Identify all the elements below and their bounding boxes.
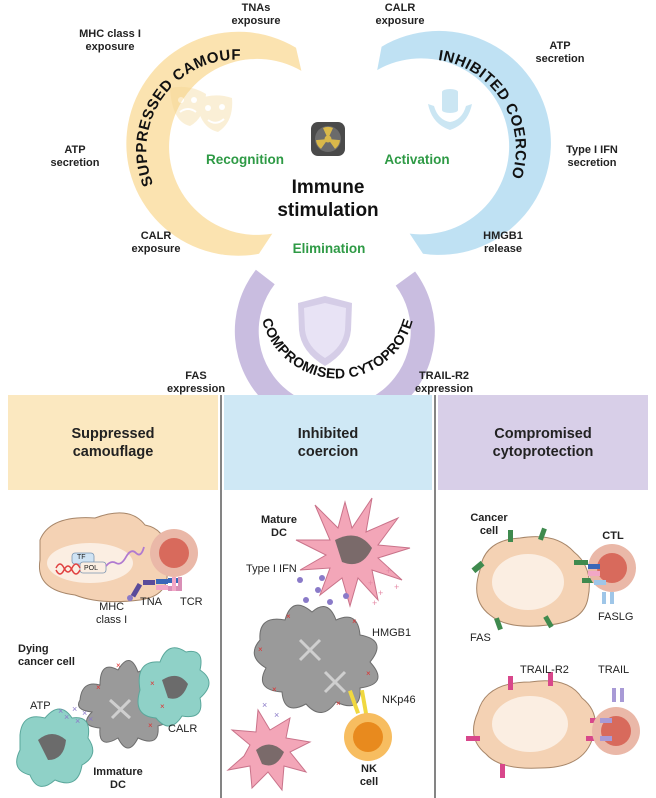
immature-dc-top — [137, 647, 210, 727]
hmgb1-release-label: HMGB1 release — [483, 230, 523, 255]
immune-stimulation-label: Immune stimulation — [277, 177, 379, 221]
tcr-label: TCR — [180, 596, 203, 608]
panel-title-camouflage: Suppressed camouflage — [71, 425, 155, 460]
svg-text:×: × — [64, 712, 69, 722]
svg-text:×: × — [116, 661, 121, 670]
calr-marks-left: × × × × × — [96, 661, 165, 730]
recognition-label: Recognition — [206, 152, 284, 167]
mature-dc — [295, 497, 411, 608]
svg-text:×: × — [286, 612, 291, 621]
camouflage-arc — [126, 31, 302, 256]
svg-text:+: + — [372, 598, 377, 608]
svg-text:×: × — [58, 706, 63, 716]
svg-text:+: + — [394, 582, 399, 592]
panel-coercion-header — [224, 395, 432, 490]
svg-text:×: × — [352, 617, 357, 626]
calr-marks-center: × × × × × × — [258, 612, 371, 708]
ifn-secretion-label: Type I IFN secretion — [566, 144, 618, 169]
hmgb1-label: HMGB1 — [372, 627, 412, 639]
cytoprotection-arc — [234, 269, 435, 432]
ifn-particles — [297, 575, 349, 605]
svg-text:+: + — [386, 566, 391, 576]
svg-text:×: × — [258, 645, 263, 654]
faslg-label: FASLG — [598, 611, 634, 623]
pol-label: POL — [84, 565, 99, 572]
panel-title-cytoprotection: Compromised cytoprotection — [492, 425, 594, 460]
svg-text:×: × — [148, 721, 153, 730]
dying-cancer-cell-label: Dying cancer cell — [18, 643, 75, 668]
calr-label: CALR — [168, 723, 198, 735]
atp-particles-left: ×××××× — [58, 704, 93, 726]
panel-cytoprotection-header — [438, 395, 648, 490]
ctl-label: CTL — [602, 530, 624, 542]
immature-dc-bottom — [16, 708, 94, 787]
nkp46-label: NKp46 — [382, 694, 416, 706]
panel-title-coercion: Inhibited coercion — [297, 425, 359, 460]
nk-cell-label: NK cell — [359, 763, 379, 788]
svg-text:×: × — [274, 710, 279, 720]
fas-expression-label: FAS expression — [166, 370, 226, 395]
trail-r2-label: TRAIL-R2 — [520, 664, 569, 676]
svg-text:×: × — [272, 685, 277, 694]
cancer-cell-ctl-bottom — [466, 672, 640, 778]
trail-label: TRAIL — [598, 664, 630, 676]
tna-label: TNA — [140, 596, 162, 608]
svg-text:×: × — [262, 700, 267, 710]
svg-text:+: + — [378, 588, 383, 598]
coercion-arc — [377, 30, 551, 255]
cancer-cell-ctl-top — [471, 527, 636, 631]
mhc-class-i-label: MHC class I — [96, 601, 128, 626]
hands-coins-icon — [428, 89, 472, 130]
atp-secretion-left-label: ATP secretion — [50, 144, 100, 169]
atp-label: ATP — [30, 700, 51, 712]
pink-dc-bottom — [226, 708, 312, 792]
mhc-exposure-label: MHC class I exposure — [79, 28, 141, 53]
tf-label: TF — [77, 554, 86, 561]
elimination-label: Elimination — [292, 241, 366, 256]
svg-text:×: × — [150, 679, 155, 688]
t-cell — [150, 529, 198, 591]
svg-text:+: + — [368, 578, 373, 588]
hmgb1-particles: +++++ — [368, 566, 399, 608]
svg-text:×: × — [82, 708, 87, 718]
activation-label: Activation — [384, 152, 450, 167]
svg-text:×: × — [336, 699, 341, 708]
atp-secretion-right-label: ATP secretion — [535, 40, 585, 65]
dying-cancer-cells-cluster — [253, 604, 379, 713]
svg-text:×: × — [88, 714, 93, 724]
radiation-icon — [311, 122, 345, 156]
trail-r2-expression-label: TRAIL-R2 expression — [414, 370, 474, 395]
svg-text:×: × — [75, 716, 80, 726]
type-i-ifn-label: Type I IFN — [246, 563, 297, 575]
immature-dc-label: Immature DC — [93, 766, 143, 791]
fas-label: FAS — [470, 632, 491, 644]
shield-icon — [298, 296, 352, 366]
tnas-exposure-label: TNAs exposure — [231, 2, 281, 27]
mature-dc-label: Mature DC — [260, 514, 298, 539]
svg-text:×: × — [72, 704, 77, 714]
svg-text:×: × — [96, 683, 101, 692]
nk-cell — [344, 689, 392, 761]
cancer-cell — [38, 512, 168, 603]
theater-masks-icon — [170, 86, 233, 132]
svg-text:×: × — [366, 669, 371, 678]
panel-camouflage-header — [8, 395, 218, 490]
svg-text:×: × — [160, 702, 165, 711]
calr-exposure-top-label: CALR exposure — [375, 2, 425, 27]
calr-exposure-left-label: CALR exposure — [131, 230, 181, 255]
cancer-cell-label: Cancer cell — [470, 512, 508, 537]
